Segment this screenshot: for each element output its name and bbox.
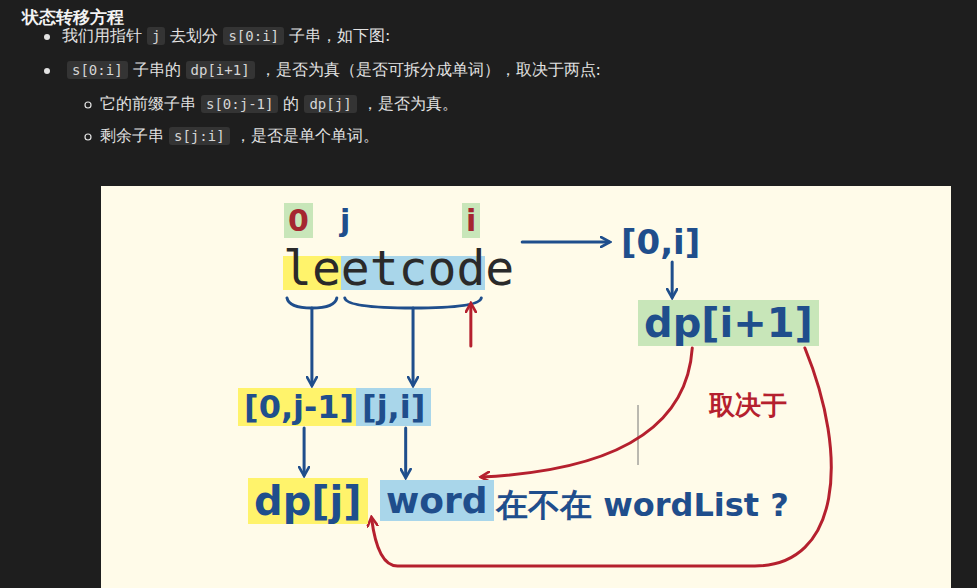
body-text: ，是否是单个单词。 — [235, 126, 379, 147]
sub-bullet-line: 剩余子串 s[j:i] ，是否是单个单词。 — [100, 126, 379, 147]
word-string: leetcode — [283, 240, 514, 296]
body-text: 子串，如下图: — [289, 26, 390, 47]
arrow-connector — [404, 428, 407, 477]
arrow-connector — [522, 241, 609, 244]
arrow-connector — [412, 308, 415, 385]
range-node: [0,j-1] — [238, 388, 360, 426]
node-text: [0,i] — [621, 222, 700, 262]
inline-code: j — [147, 27, 165, 45]
inline-code: s[j:i] — [169, 127, 230, 145]
inline-code: s[0:i] — [223, 27, 284, 45]
sub-bullet-line: 它的前缀子串 s[0:j-1] 的 dp[j] ，是否为真。 — [100, 94, 458, 115]
arrow-connector — [303, 428, 306, 475]
inline-code: dp[j] — [304, 95, 356, 113]
range-node: [0,i] — [615, 222, 706, 262]
node-text: leetcode — [283, 240, 514, 296]
question-text: 在不在 wordList ? — [492, 484, 793, 528]
node-text: dp[j] — [254, 478, 362, 524]
inline-code: s[0:i] — [67, 61, 128, 79]
body-text: 我们用指针 — [62, 26, 142, 47]
index-mark: 0 — [284, 203, 313, 238]
body-text: ，是否为真。 — [362, 94, 458, 115]
arrow-label: 取决于 — [705, 388, 791, 423]
index-mark: j — [336, 203, 354, 238]
bullet-line: s[0:i] 子串的 dp[i+1] ，是否为真（是否可拆分成单词），取决于两点: — [62, 60, 601, 81]
node-text: dp[i+1] — [644, 300, 813, 346]
word-node: word — [380, 480, 494, 521]
body-text: 去划分 — [170, 26, 218, 47]
section-heading: 状态转移方程 — [22, 6, 124, 29]
body-text: 的 — [283, 94, 299, 115]
inline-code: s[0:j-1] — [201, 95, 278, 113]
bullet-line: 我们用指针 j 去划分 s[0:i] 子串，如下图: — [62, 26, 390, 47]
dp-node: dp[i+1] — [638, 300, 819, 346]
node-text: word — [386, 480, 488, 521]
arrow-connector — [671, 262, 674, 297]
illustration-ground — [101, 186, 951, 588]
body-text: ，是否为真（是否可拆分成单词），取决于两点: — [260, 60, 601, 81]
arrow-connector — [372, 348, 832, 566]
body-text: 剩余子串 — [100, 126, 164, 147]
arrow-connector — [482, 348, 693, 477]
body-text: 它的前缀子串 — [100, 94, 196, 115]
index-pointer — [469, 304, 472, 346]
inline-code: dp[i+1] — [186, 61, 255, 79]
index-mark: i — [462, 203, 480, 238]
node-text: [0,j-1] — [244, 388, 354, 426]
range-node: [j,i] — [356, 388, 431, 426]
body-text: 子串的 — [133, 60, 181, 81]
dp-node: dp[j] — [248, 478, 368, 524]
node-text: [j,i] — [362, 388, 425, 426]
arrow-connector — [310, 308, 313, 385]
